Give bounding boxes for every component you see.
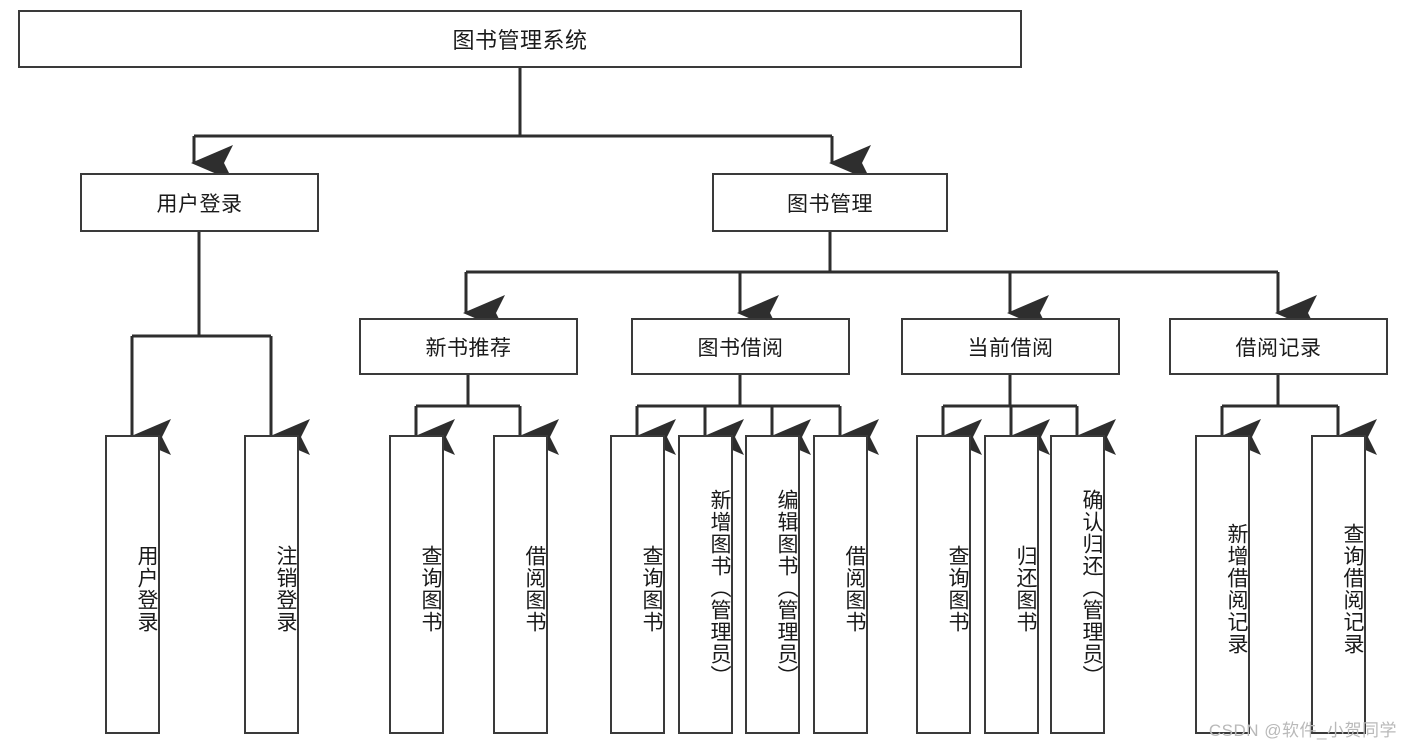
node-label: 归还图书 xyxy=(1014,544,1037,633)
node-label: 用户登录 xyxy=(156,192,243,216)
node-current-borrow[interactable]: 当前借阅 xyxy=(901,318,1120,375)
leaf-current-borrow-return[interactable]: 归还图书 xyxy=(984,435,1039,734)
node-new-book-recommend[interactable]: 新书推荐 xyxy=(359,318,578,375)
node-root-system[interactable]: 图书管理系统 xyxy=(18,10,1022,68)
node-book-management[interactable]: 图书管理 xyxy=(712,173,948,232)
node-borrow-record[interactable]: 借阅记录 xyxy=(1169,318,1388,375)
node-label: 编辑图书（管理员） xyxy=(775,488,798,687)
node-label: 查询图书 xyxy=(640,544,663,633)
node-label: 借阅记录 xyxy=(1235,336,1322,360)
csdn-watermark: CSDN @软件_小贺同学 xyxy=(1208,721,1397,740)
leaf-user-login-logout[interactable]: 注销登录 xyxy=(244,435,299,734)
node-label: 图书管理 xyxy=(787,192,873,216)
node-label: 注销登录 xyxy=(274,544,297,633)
node-label: 查询借阅记录 xyxy=(1341,522,1364,655)
node-label: 查询图书 xyxy=(946,544,969,633)
node-label: 查询图书 xyxy=(419,544,442,633)
leaf-book-borrow-borrow[interactable]: 借阅图书 xyxy=(813,435,868,734)
node-label: 当前借阅 xyxy=(967,336,1054,360)
leaf-borrow-record-add[interactable]: 新增借阅记录 xyxy=(1195,435,1250,734)
leaf-new-book-query[interactable]: 查询图书 xyxy=(389,435,444,734)
node-label: 借阅图书 xyxy=(523,544,546,633)
node-label: 用户登录 xyxy=(135,544,158,633)
leaf-new-book-borrow[interactable]: 借阅图书 xyxy=(493,435,548,734)
leaf-borrow-record-query[interactable]: 查询借阅记录 xyxy=(1311,435,1366,734)
leaf-book-borrow-query[interactable]: 查询图书 xyxy=(610,435,665,734)
node-label: 新书推荐 xyxy=(425,336,512,360)
leaf-book-borrow-edit[interactable]: 编辑图书（管理员） xyxy=(745,435,800,734)
node-label: 确认归还（管理员） xyxy=(1080,488,1103,687)
node-label: 新增图书（管理员） xyxy=(708,488,731,687)
leaf-book-borrow-add[interactable]: 新增图书（管理员） xyxy=(678,435,733,734)
node-user-login[interactable]: 用户登录 xyxy=(80,173,319,232)
node-book-borrow[interactable]: 图书借阅 xyxy=(631,318,850,375)
node-label: 图书借阅 xyxy=(697,336,784,360)
leaf-user-login-login[interactable]: 用户登录 xyxy=(105,435,160,734)
node-label: 借阅图书 xyxy=(843,544,866,633)
leaf-current-borrow-query[interactable]: 查询图书 xyxy=(916,435,971,734)
node-label: 图书管理系统 xyxy=(452,28,588,53)
node-label: 新增借阅记录 xyxy=(1225,522,1248,655)
leaf-current-borrow-confirm-return[interactable]: 确认归还（管理员） xyxy=(1050,435,1105,734)
